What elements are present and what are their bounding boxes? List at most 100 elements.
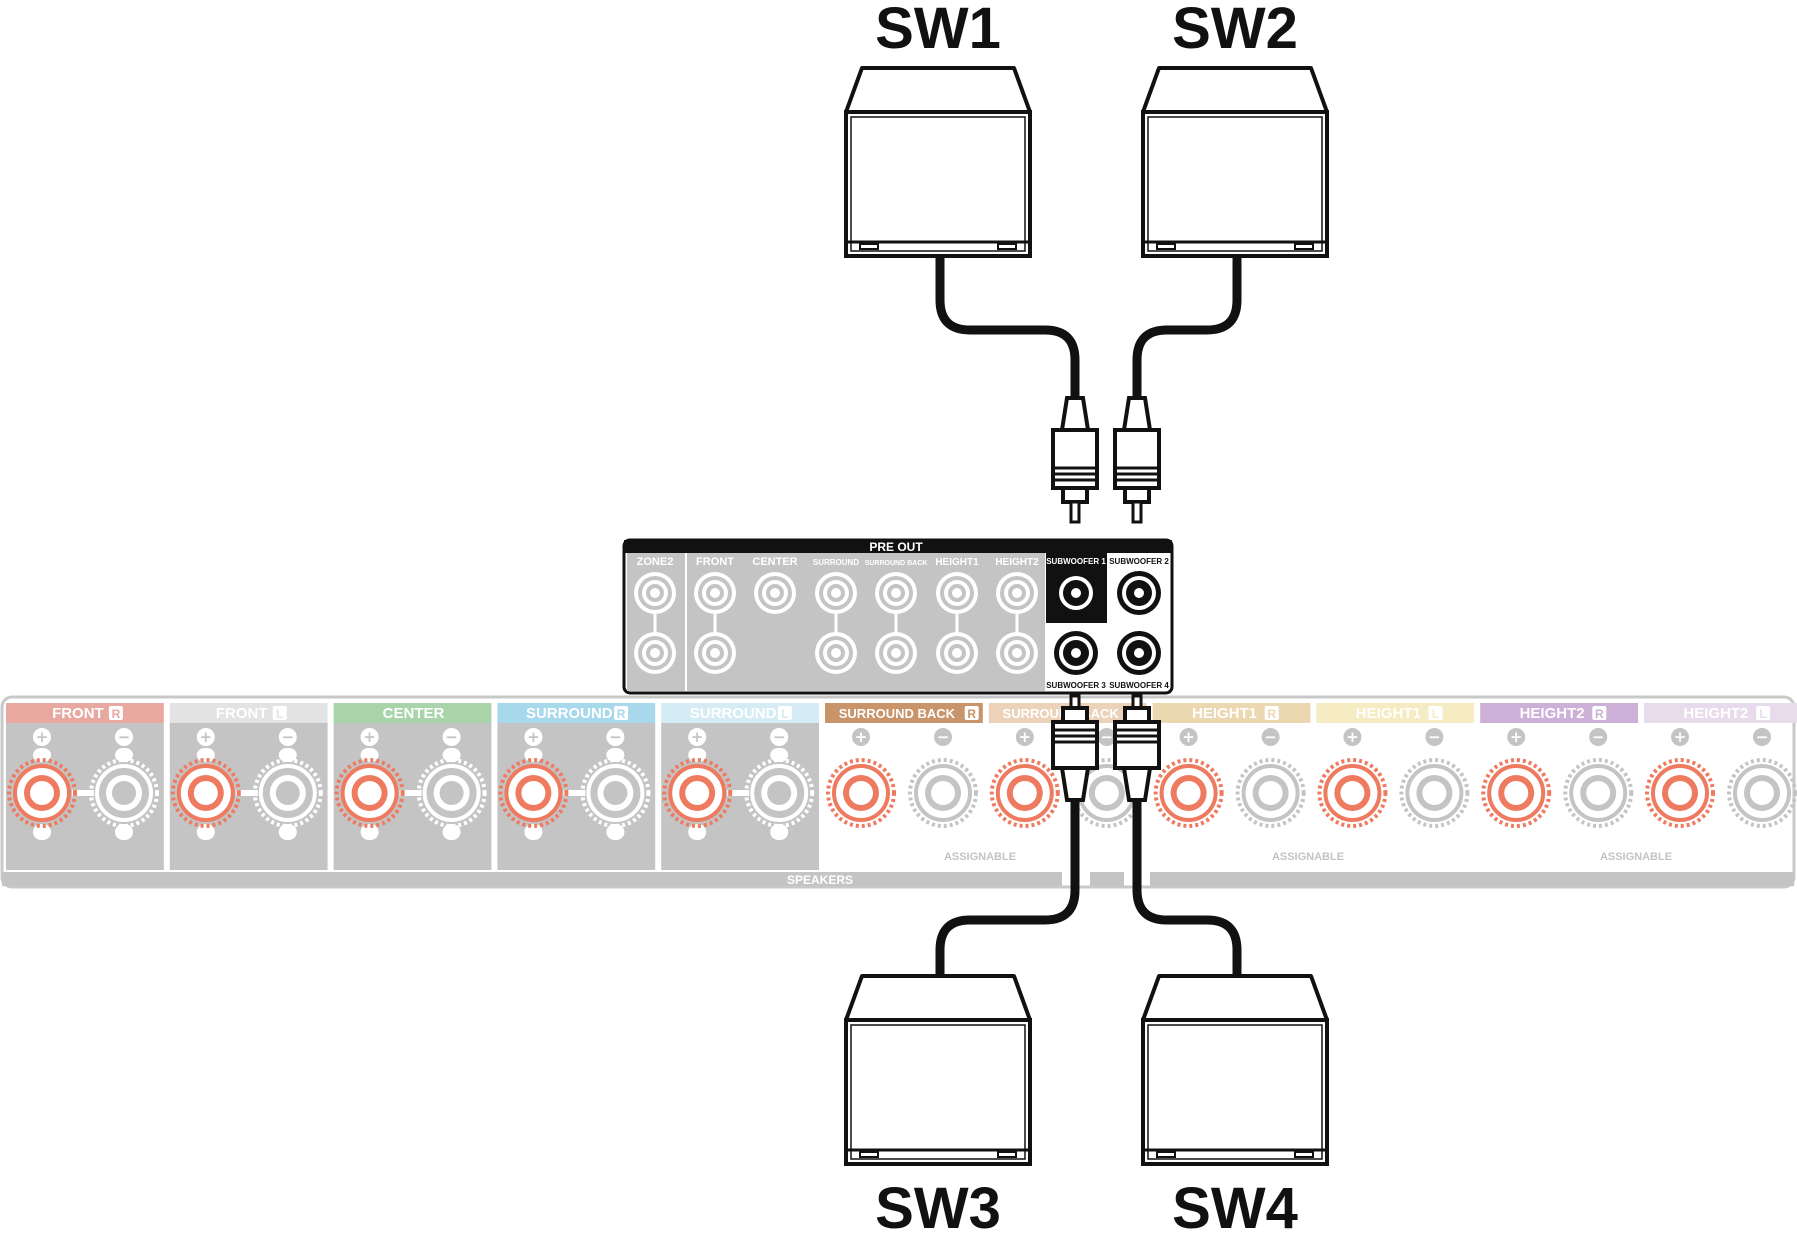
- channel-header: [333, 703, 492, 723]
- terminal-link: [1218, 790, 1241, 796]
- plus-tab-bottom: [852, 824, 870, 840]
- channel-name: FRONT: [52, 705, 104, 722]
- minus-terminal-knurl: [1235, 758, 1306, 828]
- minus-symbol: −: [282, 728, 295, 746]
- minus-terminal-hole: [439, 781, 464, 805]
- rca-jack-top-6: [936, 572, 978, 614]
- terminal-link: [399, 790, 422, 796]
- minus-terminal-hole: [603, 781, 628, 805]
- channel-side: R: [1267, 707, 1276, 721]
- jack-pin: [1071, 588, 1081, 598]
- minus-tab-top: [1753, 748, 1771, 762]
- plug-collar: [1123, 706, 1151, 724]
- plus-tab-bottom: [1671, 824, 1689, 840]
- minus-tab-top: [1261, 748, 1280, 762]
- channel-name: HEIGHT2: [1683, 705, 1748, 722]
- plug-body: [1051, 428, 1099, 490]
- jack-link: [653, 614, 657, 634]
- channel-side: L: [781, 707, 788, 721]
- minus-terminal-hole: [767, 781, 792, 805]
- plus-tab-bottom: [524, 824, 543, 840]
- subwoofer-front: [1141, 110, 1329, 258]
- plug-boot: [1059, 396, 1091, 432]
- plus-terminal-knurl: [170, 758, 241, 828]
- plus-terminal-knurl: [334, 758, 405, 828]
- minus-icon: [606, 728, 625, 746]
- plug-boot: [1059, 766, 1091, 802]
- terminal-link: [235, 790, 258, 796]
- plus-terminal-knurl: [662, 758, 733, 828]
- subwoofer-top: [1141, 66, 1329, 114]
- minus-terminal-hole: [1258, 781, 1283, 805]
- subwoofer-3-jack: [1054, 631, 1098, 675]
- minus-terminal-hole: [1586, 781, 1611, 805]
- minus-tab-bottom: [1261, 824, 1280, 840]
- pre-out-label-subwoofer2: SUBWOOFER 2: [1109, 557, 1169, 566]
- minus-icon: [1261, 728, 1280, 746]
- channel-side-box: [1756, 706, 1771, 720]
- channel-side: R: [617, 707, 626, 721]
- channel-side-box: [272, 706, 287, 720]
- plus-symbol: +: [363, 728, 376, 746]
- plus-tab-bottom: [196, 824, 215, 840]
- sw2-label: SW2: [1172, 0, 1298, 61]
- minus-tab-bottom: [1753, 824, 1771, 840]
- channel-header: [6, 703, 164, 723]
- minus-terminal-hole: [275, 781, 300, 805]
- jack-pin: [1071, 648, 1081, 658]
- pre-out-label-zone2: ZONE2: [637, 556, 674, 568]
- minus-symbol: −: [773, 728, 786, 746]
- minus-terminal-knurl: [744, 758, 815, 828]
- plug-pin: [1069, 500, 1081, 524]
- plus-terminal-knurl: [1481, 758, 1552, 828]
- speakers-footer-label: SPEAKERS: [787, 873, 853, 887]
- plus-terminal-hole: [521, 781, 546, 805]
- minus-icon: [934, 728, 952, 746]
- jack-pin: [891, 588, 901, 598]
- speakers-footer-bar-right: [1150, 872, 1794, 886]
- plus-icon: [196, 728, 215, 746]
- plug-collar: [1061, 486, 1089, 504]
- plus-icon: [852, 728, 870, 746]
- minus-tab-top: [1589, 748, 1608, 762]
- speaker-channel-3: CENTER+−: [333, 703, 492, 870]
- plus-tab-bottom: [33, 824, 51, 840]
- subwoofer-foot-left: [859, 243, 879, 250]
- plus-terminal-knurl: [826, 758, 896, 828]
- plus-symbol: +: [691, 728, 704, 746]
- plus-tab-bottom: [1179, 824, 1198, 840]
- minus-tab-bottom: [1589, 824, 1608, 840]
- rca-jack-top-7: [996, 572, 1038, 614]
- plus-icon: [688, 728, 707, 746]
- subwoofer-sw2: [1141, 66, 1329, 258]
- minus-tab-top: [278, 748, 297, 762]
- minus-tab-bottom: [606, 824, 625, 840]
- terminal-link: [727, 790, 750, 796]
- minus-tab-bottom: [1097, 824, 1116, 840]
- minus-terminal-knurl: [416, 758, 487, 828]
- jack-pin: [710, 588, 720, 598]
- jack-pin: [770, 588, 780, 598]
- subwoofer-top: [844, 974, 1032, 1022]
- cables: [935, 250, 1242, 983]
- terminal-link: [563, 790, 586, 796]
- minus-tab-bottom: [770, 824, 789, 840]
- plus-symbol: +: [36, 728, 49, 746]
- plus-terminal-hole: [1340, 781, 1365, 805]
- plus-tab-bottom: [1507, 824, 1526, 840]
- pre-out-header-bar: [624, 540, 1172, 553]
- jack-pin: [650, 588, 660, 598]
- subwoofer-sw4: [1141, 974, 1329, 1166]
- minus-tab-top: [442, 748, 461, 762]
- subwoofer-grille: [1147, 1024, 1323, 1160]
- jack-pin: [1012, 648, 1022, 658]
- rca-jack-top-4: [815, 572, 857, 614]
- jack-link: [955, 614, 959, 634]
- subwoofer-grille: [1147, 116, 1323, 252]
- rca-plug-sw1: [1051, 396, 1099, 524]
